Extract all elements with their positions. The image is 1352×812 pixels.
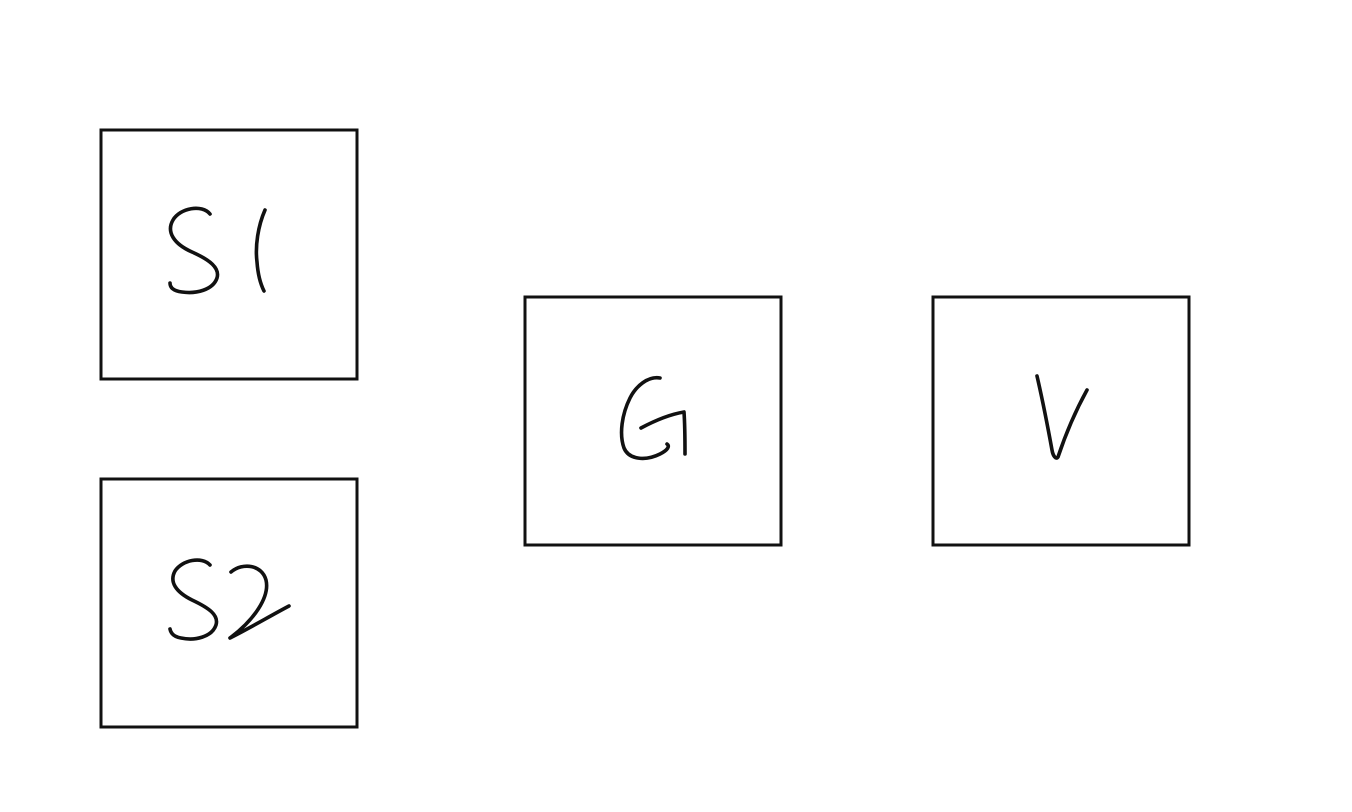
box-s1-glyph-s [168,206,220,295]
box-s1-glyph-1 [254,208,267,293]
box-s2-glyph-2 [228,564,291,640]
box-v-label: V [1035,374,1089,460]
box-v-frame [931,295,1191,547]
box-g-glyph-g-bar [639,410,687,456]
box-s2-frame [99,477,359,729]
box-s2-label: S2 [168,558,291,641]
box-g-glyph-g [619,375,671,461]
box-s2-glyph-s [168,558,219,641]
box-v: V [931,295,1191,547]
box-s1-frame [99,128,359,381]
box-g-label: G [619,375,687,461]
box-v-glyph-v [1035,374,1089,460]
box-g: G [523,295,783,547]
box-s1-label: S1 [168,206,267,295]
box-s2: S2 [99,477,359,729]
box-s1: S1 [99,128,359,381]
